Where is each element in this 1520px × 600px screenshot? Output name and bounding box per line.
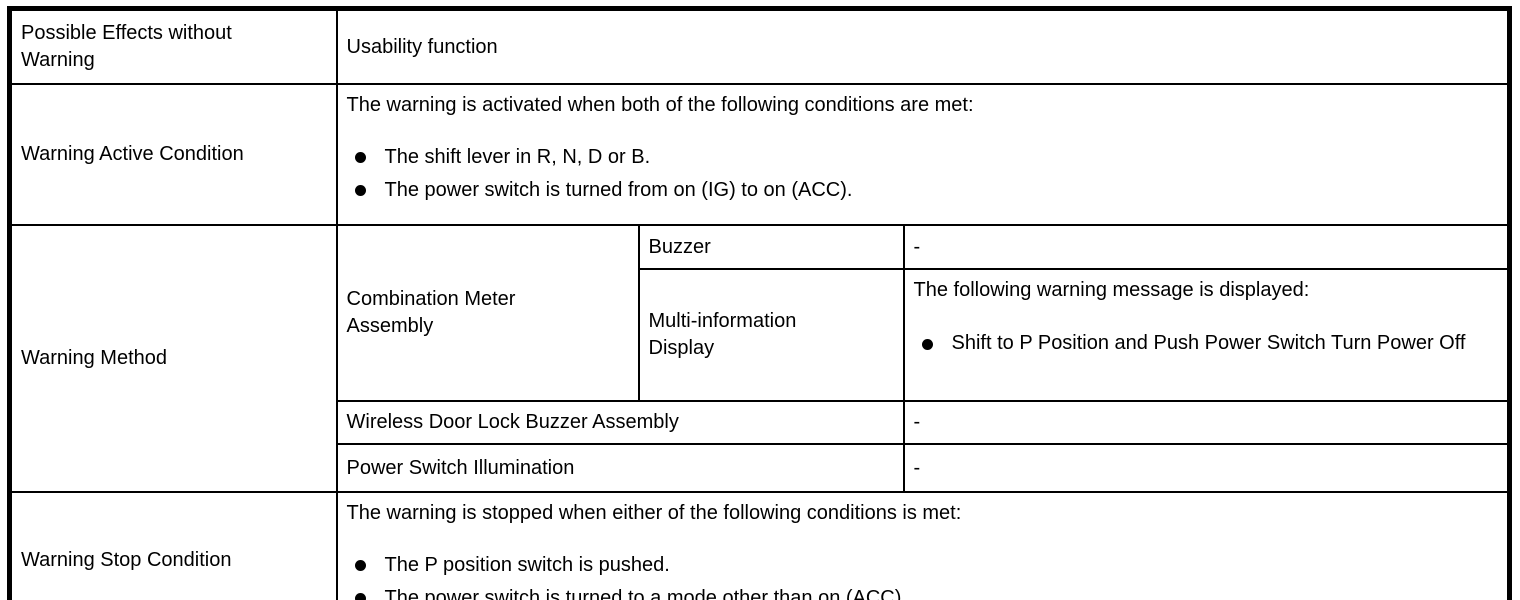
cell-value-text: - — [913, 456, 921, 479]
row-possible-effects: Possible Effects without Warning Usabili… — [8, 7, 1511, 85]
row-warning-method-psi: Power Switch Illumination - — [10, 443, 1511, 493]
row-warning-method-buzzer: Warning Method Combination Meter Assembl… — [8, 224, 1511, 493]
cell-wireless-door-lock-buzzer-value: - — [902, 400, 1511, 445]
cell-value-text: - — [913, 411, 921, 433]
active-condition-intro: The warning is activated when both of th… — [346, 94, 974, 116]
cell-active-condition-details: The warning is activated when both of th… — [335, 83, 1511, 226]
mid-message-intro: The following warning message is display… — [913, 279, 1310, 301]
bullet-text: Shift to P Position and Push Power Switc… — [951, 332, 1466, 354]
row-label-text: Warning Active Condition — [21, 143, 244, 165]
row-warning-stop-condition: Warning Stop Condition The warning is st… — [8, 491, 1511, 600]
bullet-text: The shift lever in R, N, D or B. — [384, 146, 651, 168]
bullet-icon — [354, 560, 366, 571]
bullet-icon — [354, 152, 366, 163]
cell-label-text: Combination Meter Assembly — [346, 288, 516, 337]
bullet-item: Shift to P Position and Push Power Switc… — [921, 328, 1499, 359]
cell-buzzer-value: - — [902, 224, 1511, 270]
row-label-text: Possible Effects without Warning — [21, 22, 232, 71]
row-label-warning-method: Warning Method — [8, 224, 338, 493]
bullet-text: The P position switch is pushed. — [384, 554, 670, 576]
stop-condition-bullet-list: The P position switch is pushed. The pow… — [347, 549, 1499, 600]
cell-multi-information-display-label: Multi-information Display — [637, 268, 905, 402]
bullet-icon — [921, 339, 933, 350]
cell-label-text: Wireless Door Lock Buzzer Assembly — [346, 411, 679, 433]
cell-mid-message: The following warning message is display… — [902, 268, 1511, 402]
cell-power-switch-illumination-label: Power Switch Illumination — [335, 443, 905, 493]
row-label-possible-effects: Possible Effects without Warning — [8, 7, 338, 85]
cell-value-text: - — [913, 235, 921, 258]
cell-label-text: Multi-information Display — [648, 310, 797, 359]
bullet-item: The P position switch is pushed. — [354, 549, 1499, 582]
cell-stop-condition-details: The warning is stopped when either of th… — [335, 491, 1511, 600]
cell-label-text: Buzzer — [648, 235, 711, 258]
row-label-text: Warning Method — [21, 347, 167, 369]
bullet-text: The power switch is turned to a mode oth… — [384, 587, 907, 600]
row-warning-active-condition: Warning Active Condition The warning is … — [8, 83, 1511, 226]
cell-wireless-door-lock-buzzer-label: Wireless Door Lock Buzzer Assembly — [335, 400, 905, 445]
cell-power-switch-illumination-value: - — [902, 443, 1511, 493]
cell-label-text: Power Switch Illumination — [346, 456, 575, 479]
bullet-text: The power switch is turned from on (IG) … — [384, 179, 853, 201]
row-label-text: Warning Stop Condition — [21, 549, 232, 571]
cell-value-text: Usability function — [346, 35, 498, 58]
warning-spec-table: Possible Effects without Warning Usabili… — [7, 6, 1512, 600]
row-warning-method-wireless: Wireless Door Lock Buzzer Assembly - — [10, 400, 1511, 445]
row-label-warning-active-condition: Warning Active Condition — [8, 83, 338, 226]
cell-combination-meter-assembly: Combination Meter Assembly — [335, 224, 640, 402]
stop-condition-intro: The warning is stopped when either of th… — [346, 502, 962, 524]
bullet-item: The shift lever in R, N, D or B. — [354, 141, 1499, 174]
active-condition-bullet-list: The shift lever in R, N, D or B. The pow… — [347, 141, 1499, 207]
cell-usability-function: Usability function — [335, 7, 1511, 85]
mid-message-bullet-list: Shift to P Position and Push Power Switc… — [914, 328, 1499, 359]
bullet-icon — [354, 185, 366, 196]
bullet-item: The power switch is turned to a mode oth… — [354, 582, 1499, 600]
bullet-icon — [354, 593, 366, 600]
bullet-item: The power switch is turned from on (IG) … — [354, 174, 1499, 207]
row-label-warning-stop-condition: Warning Stop Condition — [8, 491, 338, 600]
cell-buzzer-label: Buzzer — [637, 224, 905, 270]
row-warning-method-mid: Multi-information Display The following … — [10, 268, 1511, 402]
